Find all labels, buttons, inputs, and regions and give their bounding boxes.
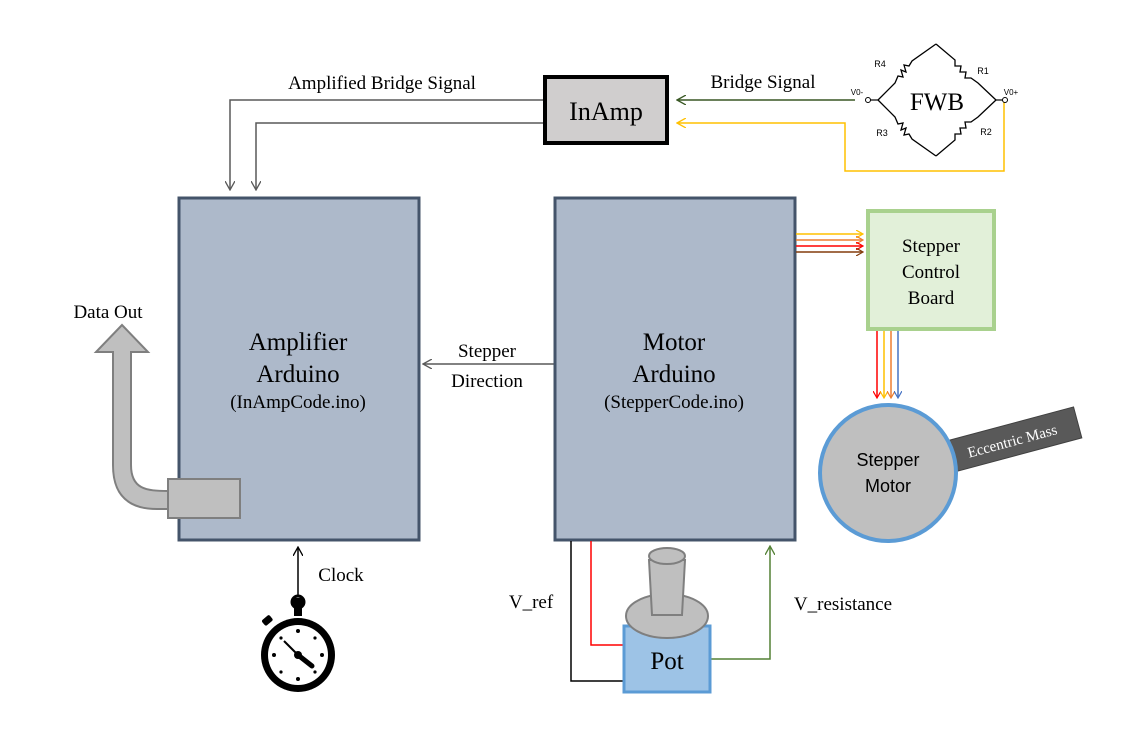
motor-arduino-title-1: Motor (643, 329, 706, 356)
stepper-control-board: Stepper Control Board (866, 209, 996, 331)
data-out-arrow (93, 323, 169, 510)
resistor-r4 (877, 43, 937, 101)
resistor-r3 (877, 99, 937, 157)
clock-label: Clock (318, 565, 364, 586)
resistor-r2 (935, 99, 997, 157)
stepper-motor-line-1: Stepper (856, 450, 919, 470)
potentiometer: Pot (622, 547, 712, 694)
amplified-bridge-signal-label: Amplified Bridge Signal (288, 73, 476, 94)
r1-label: R1 (977, 66, 989, 76)
motor-arduino-file: (StepperCode.ino) (604, 392, 744, 413)
amplifier-arduino-title-1: Amplifier (249, 329, 348, 356)
amplified-signal-wires (230, 99, 544, 189)
stepper-direction-label-1: Stepper (458, 341, 517, 362)
r3-label: R3 (876, 128, 888, 138)
pot-wires (570, 541, 770, 682)
stopwatch-icon (261, 594, 335, 692)
stepper-direction-label-2: Direction (451, 371, 523, 392)
motor-wires (877, 331, 898, 397)
stepper-board-line-1: Stepper (902, 236, 961, 257)
fwb-label: FWB (910, 89, 964, 116)
inamp-label: InAmp (569, 97, 643, 126)
data-out-label: Data Out (73, 302, 143, 323)
bridge-signal-label: Bridge Signal (710, 72, 815, 93)
v-resistance-label: V_resistance (794, 594, 892, 615)
stepper-motor-line-2: Motor (865, 476, 911, 496)
data-out-connector (167, 478, 241, 519)
resistor-r1 (935, 43, 997, 101)
stepper-motor: Stepper Motor (818, 403, 958, 543)
stepper-board-line-2: Control (902, 262, 960, 283)
pot-label: Pot (650, 648, 683, 675)
r4-label: R4 (874, 59, 886, 69)
motor-arduino-block: Motor Arduino (StepperCode.ino) (553, 196, 797, 542)
inamp-block: InAmp (543, 75, 669, 145)
bridge-signal-wires (678, 100, 1005, 172)
motor-arduino-title-2: Arduino (632, 361, 715, 388)
stepper-board-line-3: Board (908, 288, 955, 309)
v-ref-label: V_ref (509, 592, 554, 613)
control-board-wires (796, 234, 862, 252)
wheatstone-bridge: FWB R4 R1 R3 R2 V0- V0+ (851, 43, 1019, 157)
v0-minus-label: V0- (851, 88, 864, 97)
amplifier-arduino-title-2: Arduino (256, 361, 339, 388)
v0-plus-label: V0+ (1004, 88, 1019, 97)
r2-label: R2 (980, 127, 992, 137)
amplifier-arduino-file: (InAmpCode.ino) (230, 392, 366, 413)
